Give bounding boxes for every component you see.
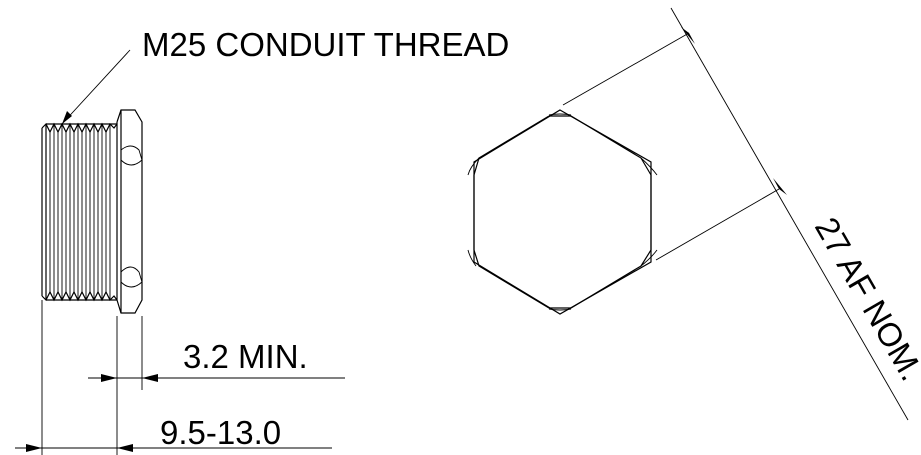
dimension-27-af <box>562 7 909 421</box>
thread-lines <box>49 124 111 300</box>
dimension-3-2 <box>88 316 345 455</box>
thread-crest-bottom <box>41 290 118 302</box>
overall-length-label: 9.5-13.0 <box>160 414 281 451</box>
threaded-body <box>41 123 117 301</box>
flange-thickness-label: 3.2 MIN. <box>183 338 308 375</box>
thread-label: M25 CONDUIT THREAD <box>142 26 509 63</box>
thread-crest-top <box>41 122 118 134</box>
thread-leader <box>61 49 131 125</box>
side-view <box>41 109 143 314</box>
hex-flange-profile <box>116 109 143 314</box>
chamfer-circle <box>467 113 658 311</box>
across-flats-label: 27 AF NOM. <box>808 211 921 387</box>
flange-facet-lower <box>120 266 143 288</box>
chamfer-inner <box>473 115 652 309</box>
flange-facet-upper <box>120 145 143 166</box>
hex-end-view <box>467 109 658 315</box>
dimension-9-5 <box>15 300 332 455</box>
hex-outline <box>473 109 652 315</box>
